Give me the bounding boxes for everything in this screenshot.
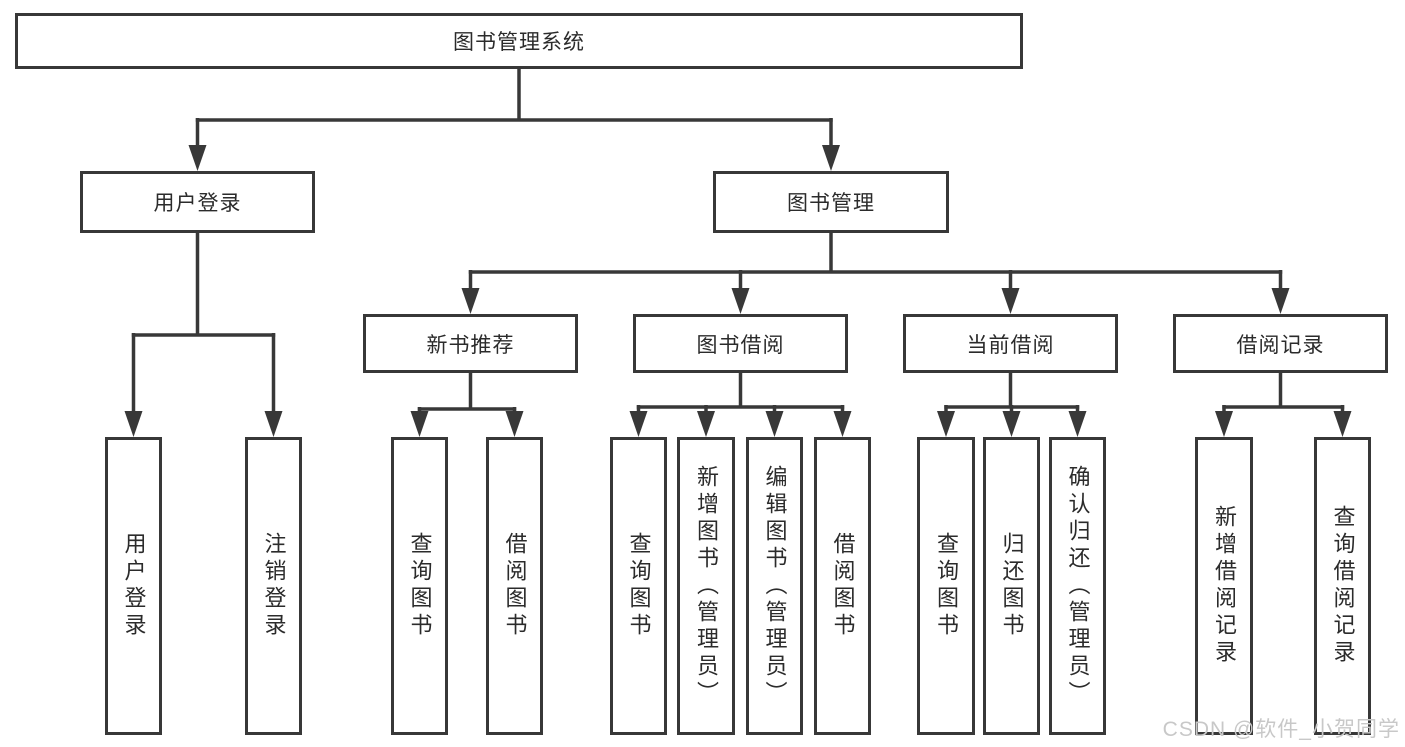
node-label: 图书管理 xyxy=(787,192,875,215)
node-label: 查询借阅记录 xyxy=(1330,505,1356,667)
leaf-add-borrow-record: 新增借阅记录 xyxy=(1195,437,1253,735)
csdn-watermark: CSDN @软件_小贺同学 xyxy=(1162,718,1400,741)
leaf-query-books-borrow: 查询图书 xyxy=(610,437,667,735)
node-current-borrowing: 当前借阅 xyxy=(903,314,1118,373)
connector-user-login-split xyxy=(124,233,283,437)
leaf-return-books: 归还图书 xyxy=(983,437,1040,735)
node-label: 新书推荐 xyxy=(426,333,515,357)
node-label: 新增借阅记录 xyxy=(1212,505,1237,667)
connector-current-borrow-split xyxy=(937,373,1087,437)
node-label: 查询图书 xyxy=(407,532,433,640)
connector-new-book-split xyxy=(410,373,524,437)
node-label: 归还图书 xyxy=(999,532,1025,640)
leaf-query-books-current: 查询图书 xyxy=(917,437,975,735)
node-label: 确认归还（管理员） xyxy=(1065,464,1091,708)
node-label: 注销登录 xyxy=(261,532,287,640)
node-label: 编辑图书（管理员） xyxy=(762,464,788,708)
leaf-borrow-books-recommend: 借阅图书 xyxy=(486,437,543,735)
node-label: 当前借阅 xyxy=(966,333,1055,357)
node-label: 借阅记录 xyxy=(1236,333,1325,357)
node-label: 新增图书（管理员） xyxy=(694,464,719,708)
leaf-query-borrow-record: 查询借阅记录 xyxy=(1314,437,1371,735)
node-label: 用户登录 xyxy=(121,532,147,640)
leaf-borrow-books: 借阅图书 xyxy=(814,437,871,735)
leaf-logout: 注销登录 xyxy=(245,437,302,735)
node-label: 查询图书 xyxy=(626,532,652,640)
node-label: 借阅图书 xyxy=(830,532,856,640)
node-borrowing-records: 借阅记录 xyxy=(1173,314,1388,373)
node-new-book-recommendation: 新书推荐 xyxy=(363,314,578,373)
node-label: 图书管理系统 xyxy=(453,31,585,54)
connector-book-borrow-split xyxy=(629,373,852,437)
connector-book-mgmt-split xyxy=(461,233,1290,314)
connector-root-split xyxy=(188,68,840,171)
node-label: 查询图书 xyxy=(934,532,959,640)
node-user-login: 用户登录 xyxy=(80,171,315,233)
leaf-confirm-return-admin: 确认归还（管理员） xyxy=(1049,437,1106,735)
leaf-query-books-recommend: 查询图书 xyxy=(391,437,448,735)
node-label: 图书借阅 xyxy=(696,333,785,357)
leaf-edit-books-admin: 编辑图书（管理员） xyxy=(746,437,803,735)
node-book-management: 图书管理 xyxy=(713,171,949,233)
node-label: 用户登录 xyxy=(153,192,242,215)
leaf-add-books-admin: 新增图书（管理员） xyxy=(677,437,735,735)
node-book-borrowing: 图书借阅 xyxy=(633,314,848,373)
node-library-management-system: 图书管理系统 xyxy=(15,13,1023,69)
connector-borrow-records-split xyxy=(1215,373,1352,437)
leaf-user-login: 用户登录 xyxy=(105,437,162,735)
node-label: 借阅图书 xyxy=(502,532,528,640)
